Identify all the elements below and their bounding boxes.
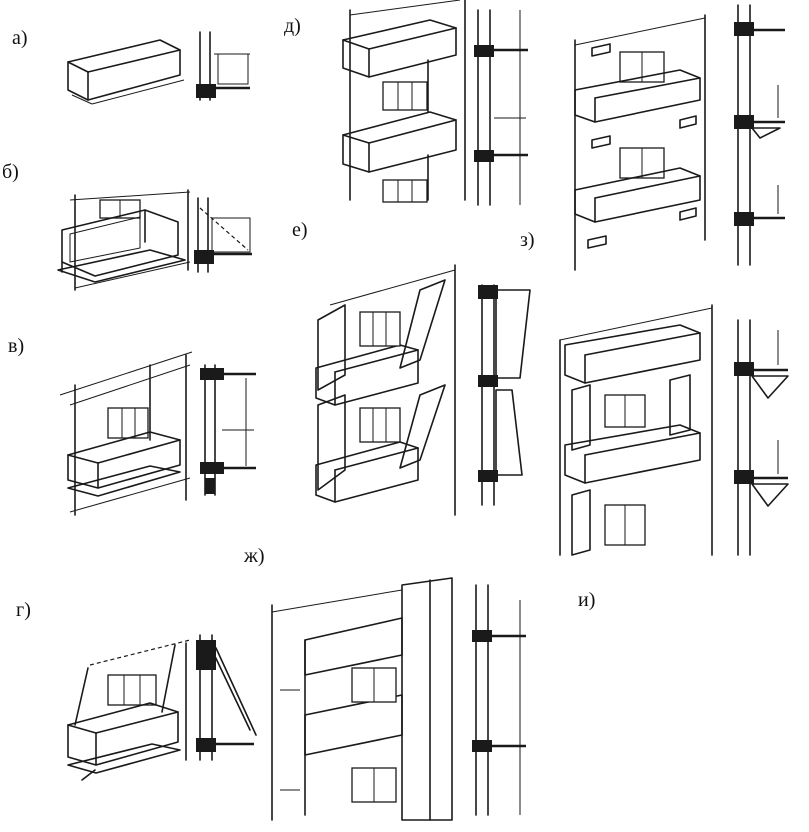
variant-e-section xyxy=(478,284,531,506)
variant-g-perspective xyxy=(67,639,191,781)
label-d: д) xyxy=(284,15,301,37)
variant-i-section xyxy=(734,319,789,556)
label-z: з) xyxy=(520,229,535,251)
variant-g-section xyxy=(196,634,257,761)
label-b: б) xyxy=(2,161,19,183)
label-e: е) xyxy=(292,219,308,241)
variant-z-perspective xyxy=(574,14,706,271)
variant-v-perspective xyxy=(59,351,193,516)
variant-z-section xyxy=(734,4,785,266)
variant-b-perspective xyxy=(57,189,191,291)
variant-v-section xyxy=(200,364,256,496)
variant-b-section xyxy=(194,197,252,273)
variant-a-perspective xyxy=(67,39,185,105)
variant-d-section xyxy=(474,9,528,206)
variant-d-perspective xyxy=(342,0,466,203)
label-a: а) xyxy=(12,27,28,49)
label-zh: ж) xyxy=(244,545,265,567)
label-g: г) xyxy=(16,599,31,621)
variant-i-perspective xyxy=(559,304,713,556)
variant-zh-perspective xyxy=(271,577,453,821)
label-i: и) xyxy=(578,589,596,611)
variant-e-perspective xyxy=(315,264,456,516)
variant-zh-section xyxy=(472,584,526,816)
variant-a-section xyxy=(196,31,250,101)
label-v: в) xyxy=(8,335,25,357)
